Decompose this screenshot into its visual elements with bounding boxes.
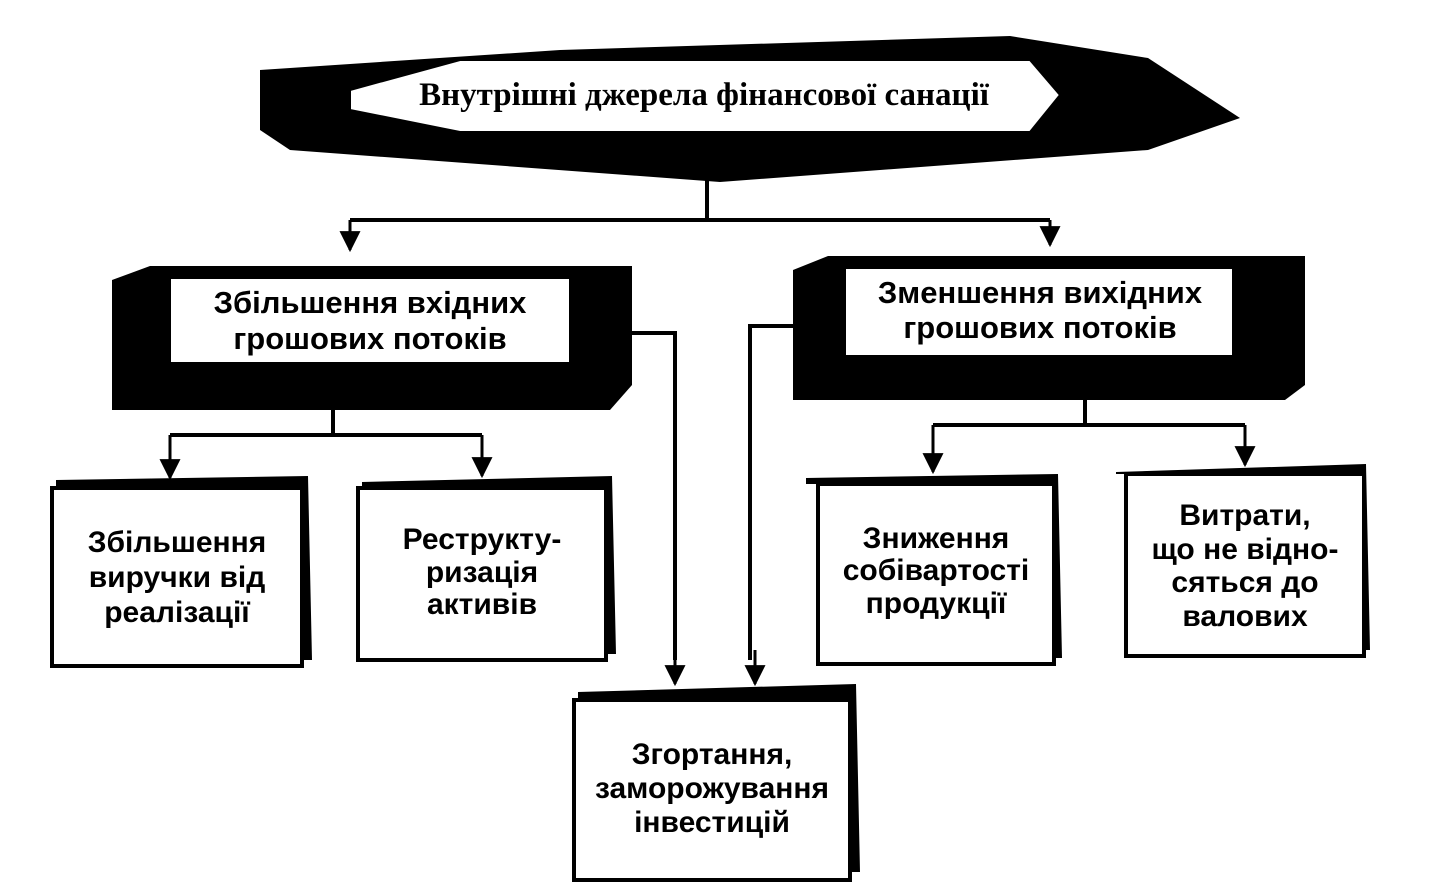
leaf-cost-line3: продукції [866,587,1007,620]
leaf-expenses-line1: Витрати, [1179,499,1310,532]
left-branch-line1: Збільшення вхідних [214,285,528,320]
right-branch-line2: грошових потоків [903,310,1176,345]
leaf-restructuring-line2: ризація [426,556,538,589]
leaf-investments: Згортання, заморожування інвестицій [572,684,860,882]
root-node-face [349,59,1062,133]
leaf-revenue-line3: реалізації [104,596,250,629]
leaf-revenue-line1: Збільшення [88,526,267,559]
leaf-revenue: Збільшення виручки від реалізації [50,476,312,668]
root-node-title: Внутрішні джерела фінансової санації [419,77,990,113]
leaf-restructuring-line1: Реструкту- [403,523,562,556]
right-branch-node: Зменшення вихідних грошових потоків [793,256,1305,400]
left-branch-line2: грошових потоків [233,321,506,356]
right-branch-face [844,267,1234,357]
right-to-investments-path [748,324,793,660]
leaf-investments-line3: інвестицій [634,806,790,839]
leaf-cost: Зниження собівартості продукції [806,474,1062,666]
leaf-investments-line2: заморожування [595,772,829,805]
leaf-expenses: Витрати, що не відно- сяться до валових [1116,464,1370,658]
left-branch-connectors [159,331,686,687]
leaf-expenses-line3: сяться до [1171,566,1318,599]
leaf-expenses-line2: що не відно- [1152,533,1339,566]
right-branch-connectors [744,324,1256,687]
leaf-restructuring-box [356,486,608,662]
left-branch-face [169,277,571,364]
leaf-cost-line1: Зниження [863,522,1010,555]
root-connector [339,180,1061,253]
leaf-cost-line2: собівартості [843,554,1029,587]
leaf-expenses-box [1124,472,1366,658]
leaf-cost-box [816,482,1056,666]
leaf-revenue-box [50,486,304,668]
leaf-investments-line1: Згортання, [632,738,793,771]
leaf-revenue-line2: виручки від [89,561,266,594]
leaf-restructuring: Реструкту- ризація активів [356,476,616,662]
leaf-expenses-line4: валових [1182,600,1308,633]
left-to-investments-path [632,331,677,660]
leaf-restructuring-line3: активів [427,588,537,621]
leaf-investments-box [572,698,852,882]
right-branch-line1: Зменшення вихідних [878,275,1203,310]
left-branch-node: Збільшення вхідних грошових потоків [112,266,632,410]
root-node: Внутрішні джерела фінансової санації [260,36,1240,182]
